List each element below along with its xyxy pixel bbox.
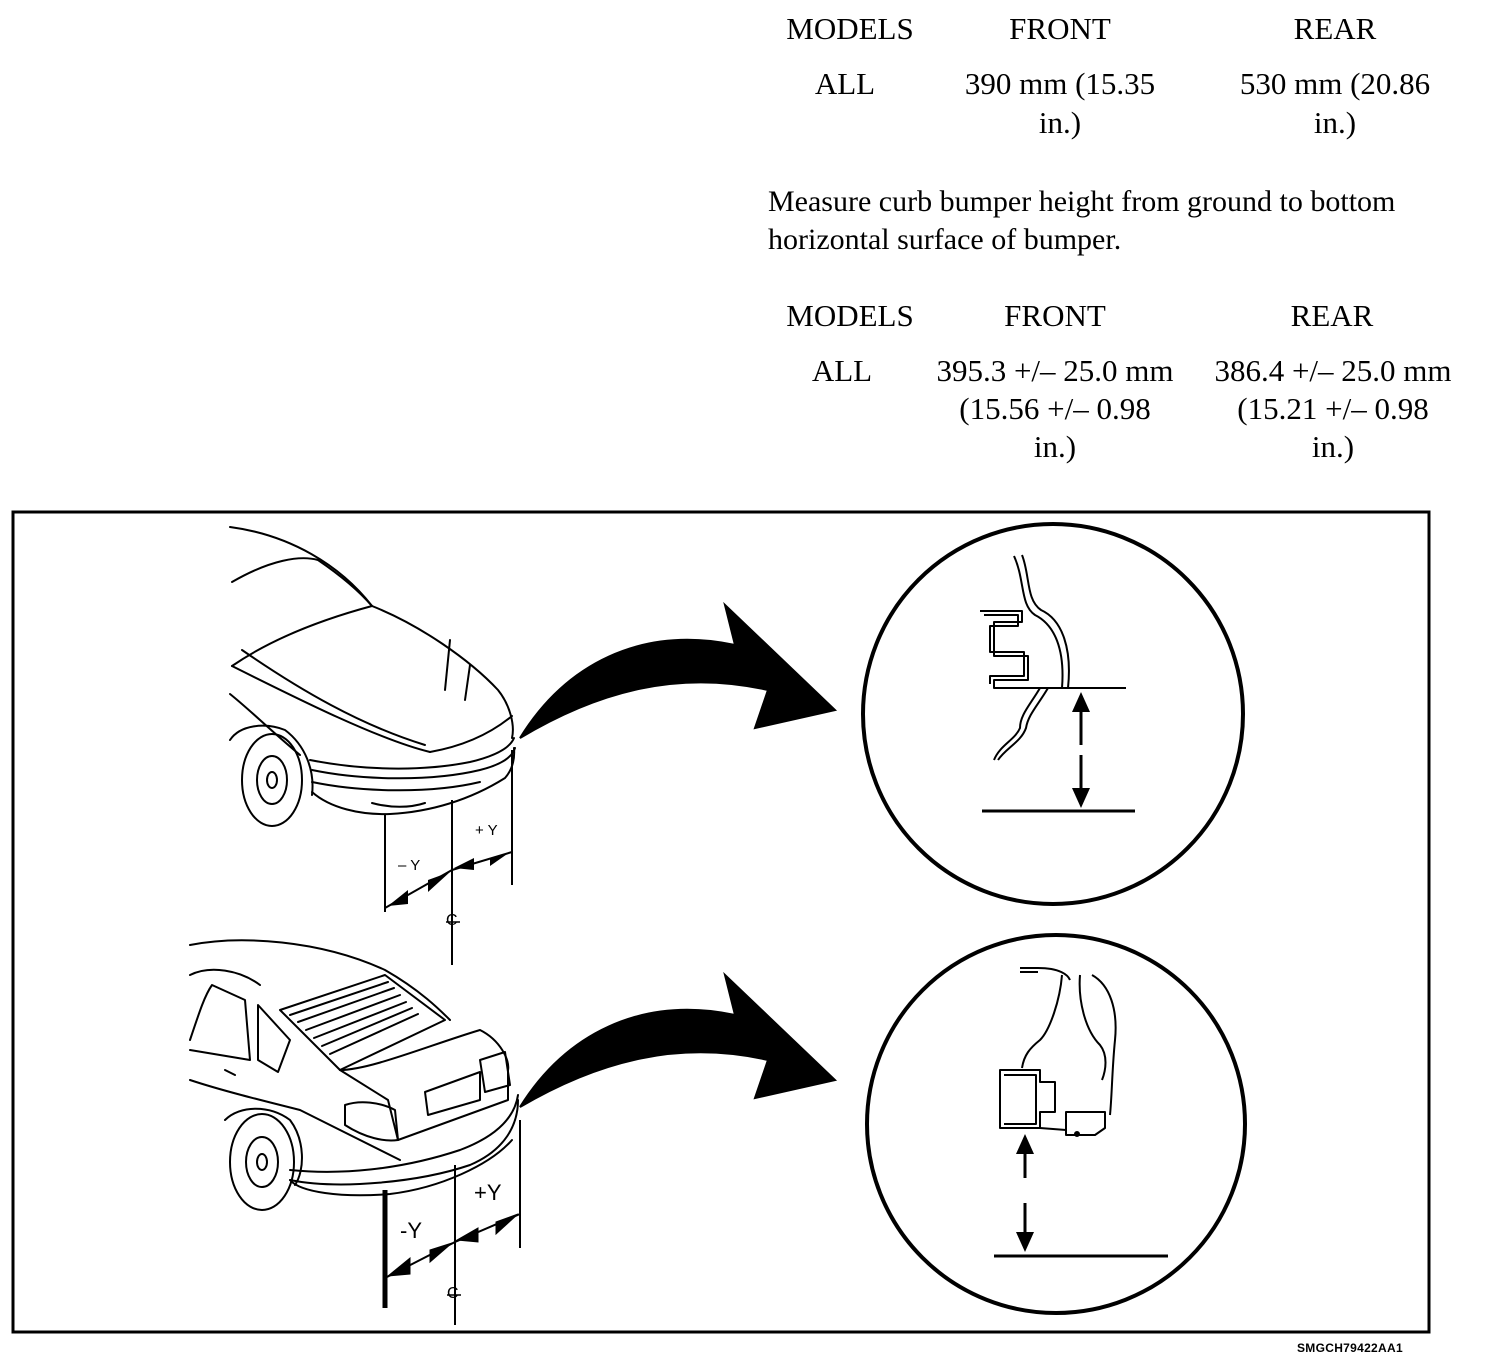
figure-code: SMGCH79422AA1 bbox=[1297, 1341, 1403, 1355]
instruction-line2: horizontal surface of bumper. bbox=[768, 223, 1122, 256]
rear-curved-arrow-icon bbox=[519, 971, 838, 1108]
table2-rear-value-line3: in.) bbox=[1311, 429, 1355, 464]
table1-header-front: FRONT bbox=[1009, 11, 1111, 46]
rear-plus-y-label: +Y bbox=[474, 1180, 502, 1205]
table1-rear-value-line2: in.) bbox=[1313, 105, 1357, 140]
rear-detail-circle bbox=[865, 933, 1247, 1315]
front-bumper-section-detail bbox=[980, 554, 1126, 761]
table1-front-value-line2: in.) bbox=[1038, 105, 1082, 140]
table2-rear-value-line1: 386.4 +/– 25.0 mm bbox=[1214, 353, 1452, 388]
rear-minus-y-label: -Y bbox=[400, 1218, 422, 1243]
front-centerline-symbol: C bbox=[446, 912, 458, 929]
table2-front-value-line1: 395.3 +/– 25.0 mm bbox=[936, 353, 1174, 388]
front-curved-arrow-icon bbox=[519, 601, 838, 739]
table2-front-value-line2: (15.56 +/– 0.98 bbox=[959, 391, 1151, 426]
table1-model-all: ALL bbox=[814, 66, 876, 101]
table2-front-value-line3: in.) bbox=[1033, 429, 1077, 464]
front-dimension-lines bbox=[384, 750, 513, 965]
rear-centerline-symbol: C bbox=[447, 1285, 459, 1302]
table1-header-models: MODELS bbox=[786, 11, 914, 46]
rear-vehicle-illustration bbox=[189, 939, 519, 1211]
table1-front-value-line1: 390 mm (15.35 bbox=[964, 66, 1156, 101]
table2-header-models: MODELS bbox=[786, 298, 914, 333]
rear-bumper-section-detail bbox=[999, 967, 1117, 1137]
instruction-paragraph: Measure curb bumper height from ground t… bbox=[768, 183, 1395, 259]
table2-rear-value-line2: (15.21 +/– 0.98 bbox=[1237, 391, 1429, 426]
instruction-line1: Measure curb bumper height from ground t… bbox=[768, 185, 1396, 218]
figure-frame bbox=[11, 510, 1431, 1334]
table2-header-front: FRONT bbox=[1004, 298, 1106, 333]
front-detail-circle bbox=[861, 522, 1245, 906]
table1-rear-value-line1: 530 mm (20.86 bbox=[1239, 66, 1431, 101]
front-minus-y-label: – Y bbox=[398, 857, 420, 874]
front-height-arrow-icon bbox=[1072, 692, 1090, 808]
table1-header-rear: REAR bbox=[1293, 11, 1377, 46]
rear-height-arrow-icon bbox=[1016, 1134, 1034, 1252]
front-vehicle-illustration bbox=[229, 526, 516, 827]
table2-header-rear: REAR bbox=[1290, 298, 1374, 333]
rear-dimension-lines bbox=[382, 1120, 521, 1325]
front-plus-y-label: + Y bbox=[475, 822, 498, 839]
table2-model-all: ALL bbox=[811, 353, 873, 388]
